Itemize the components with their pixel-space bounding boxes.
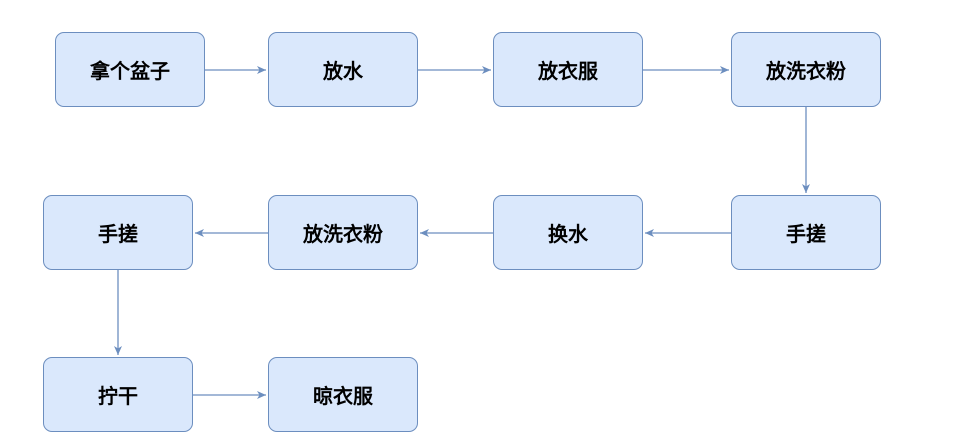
step-hand-scrub-again: 手搓 [43,195,193,270]
step-label: 换水 [548,222,588,246]
step-label: 手搓 [786,222,826,246]
step-wring-dry: 拧干 [43,357,193,432]
step-label: 放洗衣粉 [303,222,383,246]
step-label: 手搓 [98,222,138,246]
step-add-detergent: 放洗衣粉 [731,32,881,107]
step-add-detergent-again: 放洗衣粉 [268,195,418,270]
step-label: 拧干 [98,384,138,408]
step-hang-clothes: 晾衣服 [268,357,418,432]
step-add-water: 放水 [268,32,418,107]
step-change-water: 换水 [493,195,643,270]
step-label: 放衣服 [538,59,598,83]
step-get-basin: 拿个盆子 [55,32,205,107]
step-label: 放水 [323,59,363,83]
step-label: 晾衣服 [313,384,373,408]
step-hand-scrub: 手搓 [731,195,881,270]
step-add-clothes: 放衣服 [493,32,643,107]
step-label: 放洗衣粉 [766,59,846,83]
step-label: 拿个盆子 [90,59,170,83]
